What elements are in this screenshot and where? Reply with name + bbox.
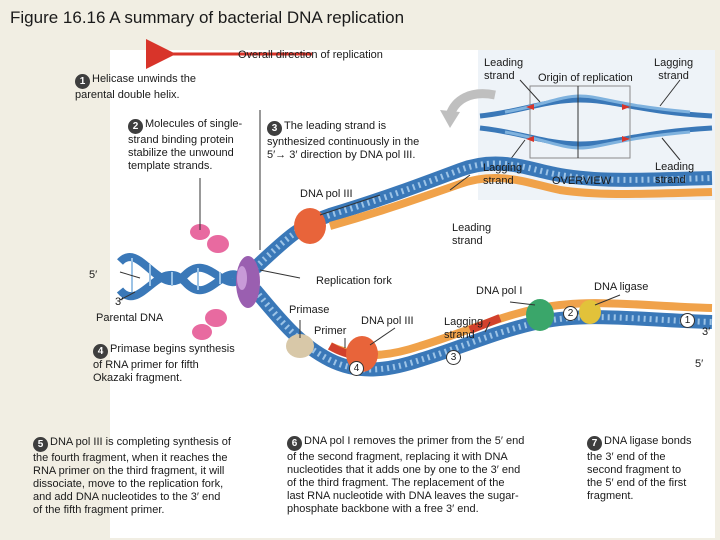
step-3-number: 3 — [267, 121, 282, 136]
five-prime-right-label: 5′ — [695, 358, 704, 370]
pointer-lines — [119, 110, 621, 348]
parental-dna — [116, 253, 249, 301]
overview-lagging-strand-top: Lagging strand — [654, 57, 694, 82]
figure-title: Figure 16.16 A summary of bacterial DNA … — [10, 8, 405, 27]
overview-label: OVERVIEW — [552, 175, 612, 187]
primer-label: Primer — [314, 325, 347, 337]
primase-protein — [286, 334, 314, 358]
direction-label: Overall direction of replication — [238, 49, 383, 61]
dna-pol-iii-top-label: DNA pol III — [300, 188, 353, 200]
fragment-3-marker: 3 — [446, 350, 461, 365]
step-7-number: 7 — [587, 436, 602, 451]
step-3-text: The leading strand is synthesized contin… — [267, 120, 420, 161]
five-prime-left-label: 5′ — [89, 269, 98, 281]
helicase-protein — [236, 256, 260, 308]
overview-lagging-strand-bottom: Lagging strand — [483, 162, 523, 187]
step-6-text: DNA pol I removes the primer from the 5′… — [287, 435, 525, 515]
fragment-2-marker: 2 — [563, 306, 578, 321]
dna-pol-i-label: DNA pol I — [476, 285, 523, 297]
dna-pol-i-protein — [526, 299, 554, 331]
origin-label: Origin of replication — [538, 72, 633, 84]
dna-pol-iii-leading — [294, 208, 326, 244]
dna-ligase-protein — [579, 300, 601, 324]
step-5-number: 5 — [33, 437, 48, 452]
step-6-number: 6 — [287, 436, 302, 451]
step-2-text: Molecules of single- strand binding prot… — [128, 118, 243, 172]
step-1-number: 1 — [75, 74, 90, 89]
parental-dna-label: Parental DNA — [96, 312, 164, 324]
dna-pol-iii-mid-label: DNA pol III — [361, 315, 414, 327]
step-4-text: Primase begins synthesis of RNA primer f… — [93, 343, 235, 384]
step-7-text: DNA ligase bonds the 3′ end of the secon… — [587, 435, 692, 502]
overview-leading-strand-bottom: Leading strand — [655, 161, 695, 186]
three-prime-right-label: 3′ — [702, 326, 711, 338]
fragment-1-marker: 1 — [680, 313, 695, 328]
primase-label: Primase — [289, 304, 330, 316]
three-prime-left-label: 3′ — [115, 296, 124, 308]
lagging-strand-label: Lagging strand — [444, 316, 484, 341]
overview-leading-strand-top: Leading strand — [484, 57, 524, 82]
leading-strand-label: Leading strand — [452, 222, 492, 247]
fragment-4-marker: 4 — [349, 361, 364, 376]
replication-fork-label: Replication fork — [316, 275, 392, 287]
ssb-proteins — [190, 224, 229, 340]
step-2-number: 2 — [128, 119, 143, 134]
step-5-text: DNA pol III is completing synthesis of t… — [33, 436, 231, 516]
dna-ligase-label: DNA ligase — [594, 281, 649, 293]
step-4-number: 4 — [93, 344, 108, 359]
step-1-text: Helicase unwinds the parental double hel… — [75, 73, 196, 101]
